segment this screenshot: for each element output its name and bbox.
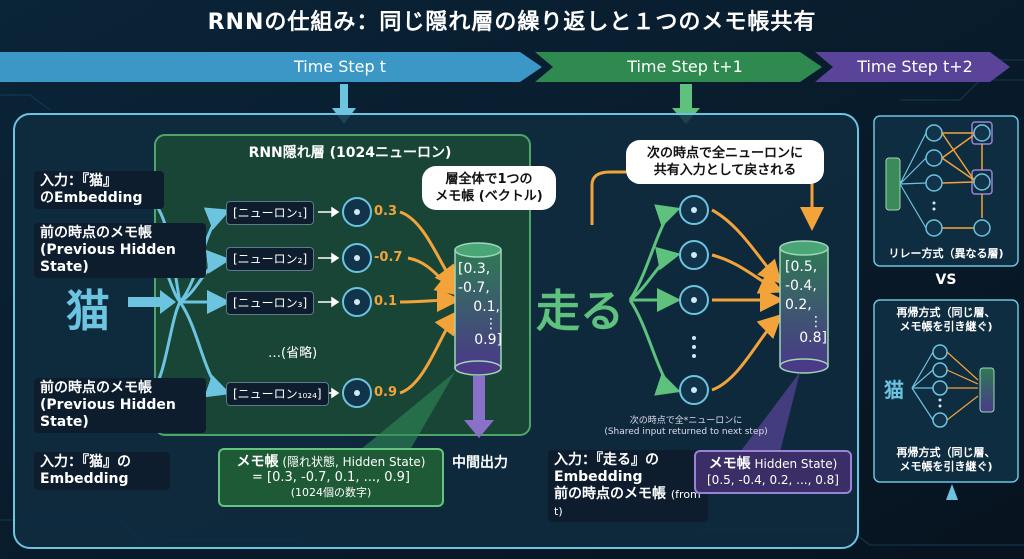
memo-vector-t1: [0.5, -0.4, 0.2, ⋮ 0.8] — [785, 258, 831, 348]
omitted-label: …(省略) — [268, 346, 318, 361]
output-arrows-t — [399, 210, 461, 395]
memo-vector-t-2: 0.1, — [473, 299, 500, 315]
input-next-line3: 前の時点のメモ帳 — [554, 486, 666, 502]
mid-output-arrow — [464, 376, 494, 438]
prev-memo-label-bottom: 前の時点のメモ帳 (Previous Hidden State) — [34, 378, 206, 433]
recurrent-down-indicator — [946, 484, 958, 500]
memo-bubble-line2: メモ帳 (ベクトル) — [435, 189, 543, 204]
memo-vector-t-1: -0.7, — [458, 280, 490, 296]
neuron-1-label: [ニューロン₁] — [226, 201, 315, 225]
memo-box-t-subtitle: (隠れ状態, Hidden State) — [282, 455, 426, 469]
neuron-1024-value: 0.9 — [374, 385, 398, 400]
timestep-t1-label: Time Step t+1 — [627, 57, 743, 76]
timestep-t1-arrow — [535, 52, 822, 82]
input-arrow — [128, 290, 176, 314]
recurrent-label-bottom-line2: メモ帳を引き継ぐ) — [899, 460, 993, 473]
recurrent-label-bottom-line1: 再帰方式（同じ層、 — [896, 446, 996, 459]
input-label-bottom: 入力：『猫』の Embedding — [34, 452, 170, 490]
prev-memo-label-bottom-line2: (Previous Hidden State) — [40, 397, 176, 430]
mini-input-cat: 猫 — [884, 378, 904, 402]
memo-box-t-count: (1024個の数字) — [290, 486, 372, 499]
input-label-top-line1: 入力：『猫』 — [40, 173, 117, 189]
timestep-t2-label: Time Step t+2 — [857, 57, 973, 76]
timestep-t-arrow — [0, 52, 542, 82]
memo-vector-t-3: ⋮ — [484, 316, 498, 332]
memo-box-t1: メモ帳 Hidden State) [0.5, -0.4, 0.2, ..., … — [694, 450, 852, 494]
relay-label: リレー方式（異なる層) — [888, 247, 1004, 260]
page-title: RNNの仕組み：同じ隠れ層の繰り返しと１つのメモ帳共有 — [207, 10, 817, 35]
input-label-top-line2: のEmbedding — [40, 190, 143, 206]
input-label-bottom-line2: Embedding — [40, 471, 129, 487]
prev-memo-label-top-line1: 前の時点のメモ帳 — [40, 225, 152, 241]
neuron-3-label: [ニューロン₃] — [226, 291, 315, 315]
output-arrows-t1 — [711, 208, 784, 392]
memo-vector-t-4: 0.9] — [474, 332, 502, 348]
prev-memo-label-bottom-line1: 前の時点のメモ帳 — [40, 380, 152, 396]
memo-vector-t1-0: [0.5, — [785, 259, 818, 275]
memo-vector-t: [0.3, -0.7, 0.1, ⋮ 0.9] — [458, 260, 504, 350]
timestep-t2-arrow — [815, 52, 1010, 82]
memo-callout-wedge — [360, 372, 455, 450]
memo-vector-t1-2: 0.2, — [785, 297, 812, 313]
next-step-bubble-line2: 共有入力として戻される — [653, 163, 797, 178]
memo-vector-t1-3: ⋮ — [809, 314, 823, 330]
recurrent-mini-diagram — [911, 344, 995, 428]
input-fanout-t1 — [628, 204, 681, 396]
input-label-top: 入力：『猫』 のEmbedding — [34, 171, 164, 209]
prev-memo-label-top: 前の時点のメモ帳 (Previous Hidden State) — [34, 223, 206, 278]
neuron-icons-t1 — [679, 195, 709, 405]
memo-bubble: 層全体で1つの メモ帳 (ベクトル) — [422, 166, 556, 210]
recurrent-label-top-line2: メモ帳を引き継ぐ) — [899, 320, 993, 333]
timestep-t-label: Time Step t — [293, 57, 387, 76]
memo-vector-t1-4: 0.8] — [799, 330, 827, 346]
neuron-1024-label: [ニューロン₁₀₂₄] — [226, 382, 329, 406]
prev-memo-label-top-line2: (Previous Hidden State) — [40, 242, 176, 275]
neuron-2-label: [ニューロン₂] — [226, 247, 315, 271]
hidden-layer-title: RNN隠れ層 (1024ニューロン) — [248, 145, 452, 161]
next-step-bubble-line1: 次の時点で全ニューロンに — [646, 146, 803, 161]
memo-box-t1-subtitle: Hidden State) — [754, 457, 838, 471]
big-input-run: 走る — [536, 286, 624, 337]
shared-input-note-line2: (Shared input returned to next step) — [604, 427, 768, 437]
shared-input-note-line1: 次の時点で全*ニューロンに — [629, 416, 743, 426]
neuron-2-value: -0.7 — [374, 250, 403, 265]
memo-box-t1-title: メモ帳 — [708, 456, 751, 472]
next-step-bubble: 次の時点で全ニューロンに 共有入力として戻される — [626, 140, 824, 184]
neuron-3-value: 0.1 — [374, 294, 398, 309]
recurrent-label-bottom: 再帰方式（同じ層、 メモ帳を引き継ぐ) — [876, 446, 1016, 474]
memo-bubble-line1: 層全体で1つの — [445, 172, 533, 187]
memo-box-t-vector: = [0.3, -0.7, 0.1, ..., 0.9] — [251, 470, 410, 485]
neuron-icons — [342, 197, 372, 408]
shared-input-note: 次の時点で全*ニューロンに (Shared input returned to … — [596, 416, 776, 438]
memo-cylinder-t1 — [779, 240, 829, 374]
input-next-line3-small: (from t) — [554, 488, 701, 518]
recurrent-label-top: 再帰方式（同じ層、 メモ帳を引き継ぐ) — [876, 306, 1016, 334]
input-next-line2: Embedding — [554, 469, 643, 485]
memo-vector-t1-1: -0.4, — [785, 278, 817, 294]
input-next-line1: 入力：『走る』の — [554, 452, 659, 468]
feedback-arrow-left — [590, 170, 628, 225]
memo-cylinder-t — [454, 242, 502, 376]
input-label-bottom-line1: 入力：『猫』の — [40, 454, 131, 470]
memo-box-t1-vector: [0.5, -0.4, 0.2, ..., 0.8] — [707, 473, 839, 487]
mid-output-label: 中間出力 — [452, 455, 508, 471]
input-next-label: 入力：『走る』の Embedding 前の時点のメモ帳 (from t) — [548, 450, 708, 522]
label-to-neuron-arrows — [318, 206, 340, 399]
neuron-1-value: 0.3 — [374, 204, 398, 219]
relay-mini-diagram — [885, 121, 993, 237]
big-input-cat: 猫 — [66, 286, 110, 337]
memo-box-t: メモ帳 (隠れ状態, Hidden State) = [0.3, -0.7, 0… — [218, 448, 444, 507]
memo-vector-t-0: [0.3, — [458, 261, 491, 277]
memo-callout-wedge-t1 — [740, 372, 800, 452]
vs-label: VS — [935, 272, 957, 288]
memo-box-t-title: メモ帳 — [236, 454, 279, 470]
recurrent-label-top-line1: 再帰方式（同じ層、 — [896, 306, 996, 319]
